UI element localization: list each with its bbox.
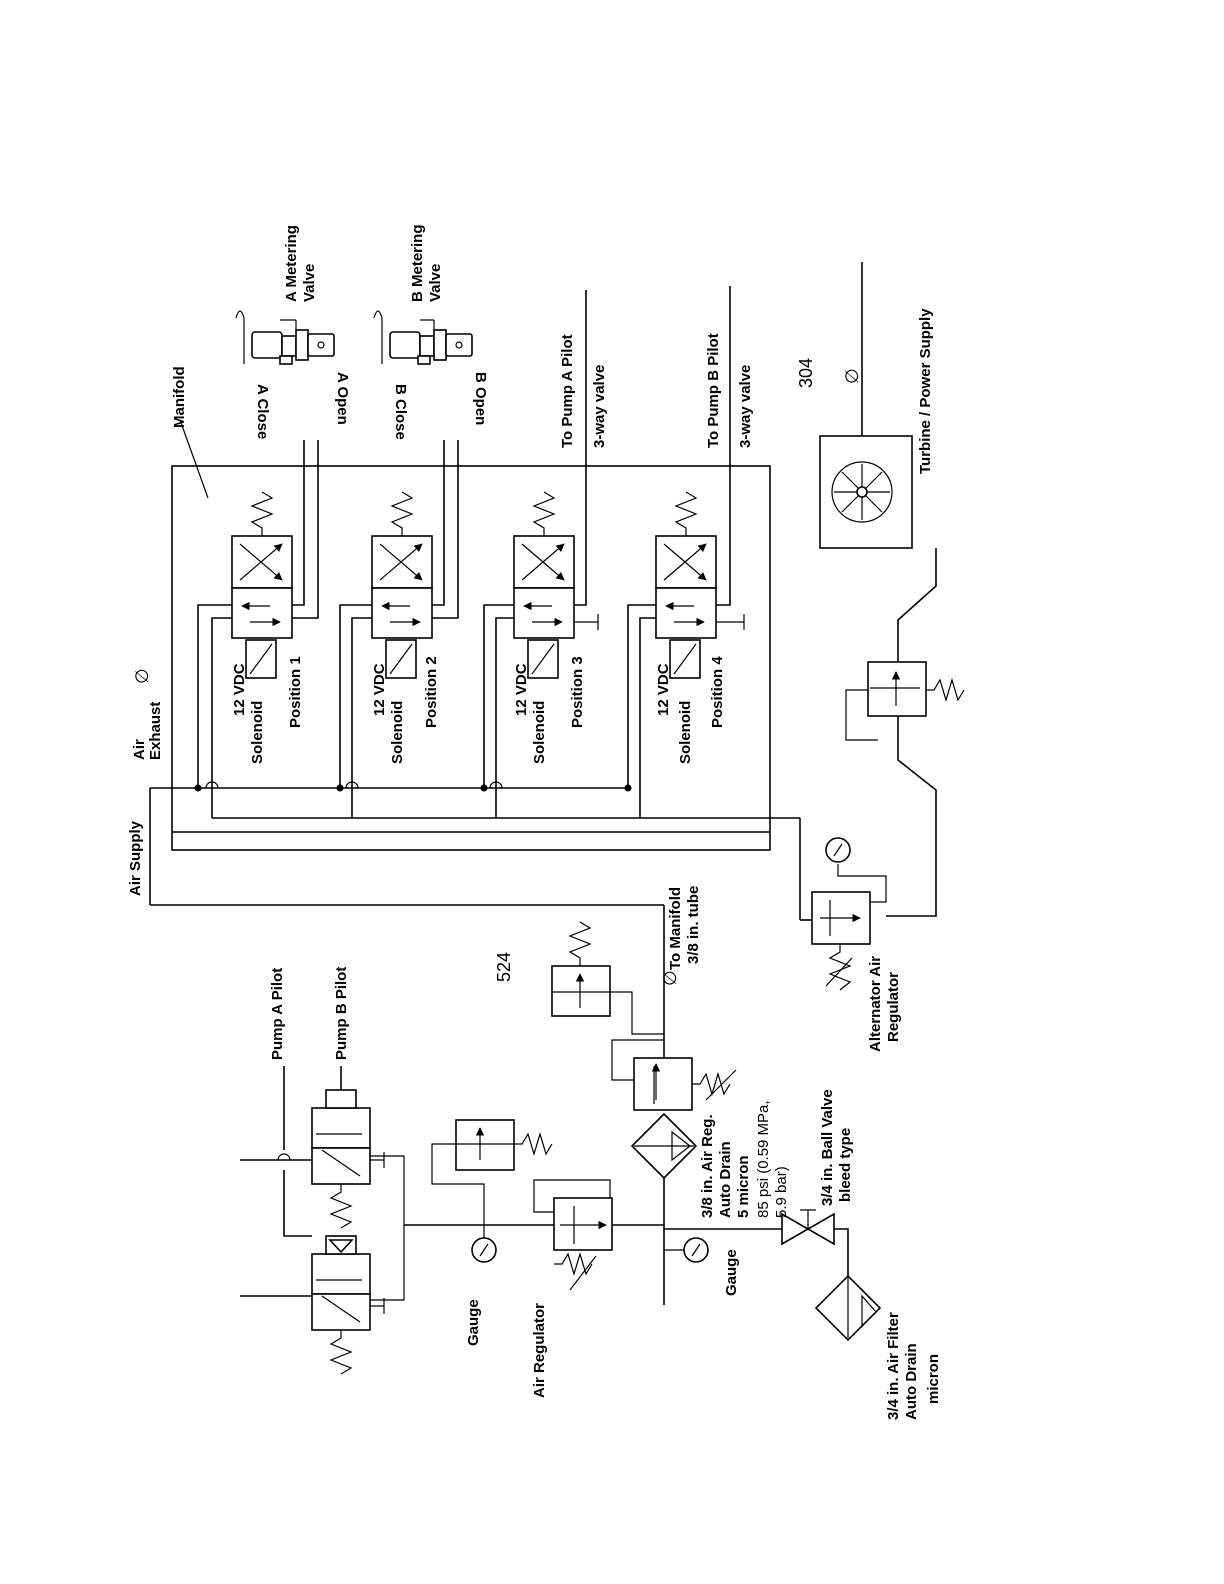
ref-304-label: 304 bbox=[796, 358, 816, 388]
manifold-lines bbox=[149, 604, 801, 920]
alt-regulator-label-2: Regulator bbox=[885, 972, 902, 1042]
junction-dots bbox=[194, 784, 632, 792]
text-labels: A Metering Valve B Metering Valve A Clos… bbox=[127, 224, 942, 1420]
vdc-3-label: 12 VDC bbox=[513, 663, 530, 716]
gauge-left-label: Gauge bbox=[465, 1299, 482, 1346]
metering-valve-a-icon bbox=[235, 310, 335, 365]
spring-icon bbox=[514, 1131, 553, 1157]
spring-icon bbox=[828, 944, 852, 991]
three-way-2-label: 3-way valve bbox=[737, 365, 754, 448]
manifold-label: Manifold bbox=[171, 366, 188, 428]
vdc-1-label: 12 VDC bbox=[231, 663, 248, 716]
solenoid-4-label: Solenoid bbox=[677, 701, 694, 764]
position-3-label: Position 3 bbox=[569, 656, 586, 728]
alt-regulator-label-1: Alternator Air bbox=[867, 956, 884, 1052]
ball-valve-label-1: 3/4 in. Ball Valve bbox=[819, 1089, 836, 1206]
b-metering-valve-label: Valve bbox=[427, 264, 444, 302]
manifold-block bbox=[171, 419, 771, 851]
ref-524-label: 524 bbox=[494, 952, 514, 982]
spring-icon bbox=[674, 491, 698, 536]
pump-b-pilot-label: Pump B Pilot bbox=[333, 967, 350, 1060]
spring-icon bbox=[554, 1251, 593, 1277]
pressure-relief-icon bbox=[431, 1119, 553, 1225]
pump-pilot-valve-b bbox=[311, 1089, 405, 1229]
turbine-label: Turbine / Power Supply bbox=[917, 308, 934, 474]
ball-valve-label-2: bleed type bbox=[837, 1128, 854, 1202]
air-regulator-icon bbox=[533, 1179, 613, 1291]
a-metering-label: A Metering bbox=[283, 225, 300, 302]
spring-icon bbox=[250, 491, 274, 536]
spring-icon bbox=[568, 921, 592, 966]
spring-icon bbox=[926, 677, 965, 703]
regulator-lower-icon bbox=[611, 1039, 737, 1111]
pump-pilot-valve-a bbox=[311, 1225, 405, 1375]
gauge-left-icon bbox=[471, 1225, 497, 1263]
air-exhaust-label-2: Exhaust bbox=[147, 702, 164, 760]
to-manifold-tube-label: 3/8 in. tube bbox=[685, 886, 702, 964]
regulator-upper-icon bbox=[551, 921, 664, 1035]
solenoid-valve-3 bbox=[513, 491, 599, 679]
air-filter-icon bbox=[814, 1274, 882, 1342]
air-supply-label: Air Supply bbox=[127, 820, 144, 896]
three-way-1-label: 3-way valve bbox=[591, 365, 608, 448]
pump-pilot-lines bbox=[240, 1066, 342, 1297]
b-metering-label: B Metering bbox=[409, 224, 426, 302]
gauge-right-label: Gauge bbox=[723, 1249, 740, 1296]
air-filter-label-3: micron bbox=[925, 1354, 942, 1404]
to-pump-b-label: To Pump B Pilot bbox=[705, 333, 722, 448]
diameter-304: ∅ bbox=[842, 368, 862, 384]
air-reg-spec-2: Auto Drain bbox=[717, 1141, 734, 1218]
filter-line bbox=[834, 1228, 849, 1290]
air-exhaust-label-1: Air bbox=[131, 739, 148, 760]
a-open-label: A Open bbox=[334, 372, 351, 425]
spring-icon bbox=[329, 1184, 353, 1229]
position-2-label: Position 2 bbox=[423, 656, 440, 728]
solenoid-2-label: Solenoid bbox=[389, 701, 406, 764]
vdc-4-label: 12 VDC bbox=[655, 663, 672, 716]
solenoid-valve-4 bbox=[655, 491, 745, 679]
solenoid-valve-2 bbox=[371, 491, 433, 679]
to-pump-a-label: To Pump A Pilot bbox=[559, 334, 576, 448]
a-metering-valve-label: Valve bbox=[301, 264, 318, 302]
b-open-label: B Open bbox=[472, 372, 489, 425]
alternator-regulator-icon bbox=[845, 661, 965, 741]
air-filter-label-1: 3/4 in. Air Filter bbox=[885, 1312, 902, 1420]
air-reg-spec-3: 5 micron bbox=[735, 1155, 752, 1218]
vdc-2-label: 12 VDC bbox=[371, 663, 388, 716]
solenoid-1-label: Solenoid bbox=[249, 701, 266, 764]
air-reg-spec-1: 3/8 in. Air Reg. bbox=[699, 1114, 716, 1218]
position-1-label: Position 1 bbox=[287, 656, 304, 728]
solenoid-valve-1 bbox=[231, 491, 293, 679]
spring-icon bbox=[329, 1330, 353, 1375]
air-filter-label-2: Auto Drain bbox=[903, 1343, 920, 1420]
alternator-air-regulator-icon bbox=[811, 837, 887, 991]
alternator-lines bbox=[800, 548, 937, 921]
diameter-exhaust: ∅ bbox=[132, 668, 152, 684]
to-manifold-label: To Manifold bbox=[667, 887, 684, 970]
air-regulator-label: Air Regulator bbox=[531, 1303, 548, 1398]
gauge-right-icon bbox=[664, 1237, 709, 1263]
solenoid-3-label: Solenoid bbox=[531, 701, 548, 764]
b-close-label: B Close bbox=[392, 384, 409, 440]
spring-icon bbox=[532, 491, 556, 536]
position-4-label: Position 4 bbox=[709, 656, 726, 728]
pump-a-pilot-label: Pump A Pilot bbox=[269, 968, 286, 1060]
diameter-manifold: ∅ bbox=[660, 970, 680, 986]
filter-icon bbox=[630, 1112, 698, 1180]
a-close-label: A Close bbox=[254, 384, 271, 439]
turbine-icon bbox=[819, 435, 913, 549]
metering-valve-b-icon bbox=[373, 310, 473, 365]
spring-icon bbox=[692, 1071, 731, 1097]
spring-icon bbox=[390, 491, 414, 536]
air-reg-spec-5: 5.9 bar) bbox=[773, 1166, 790, 1218]
valve-output-lines bbox=[292, 286, 731, 619]
air-reg-spec-4: 85 psi (0.59 MPa, bbox=[755, 1100, 772, 1218]
